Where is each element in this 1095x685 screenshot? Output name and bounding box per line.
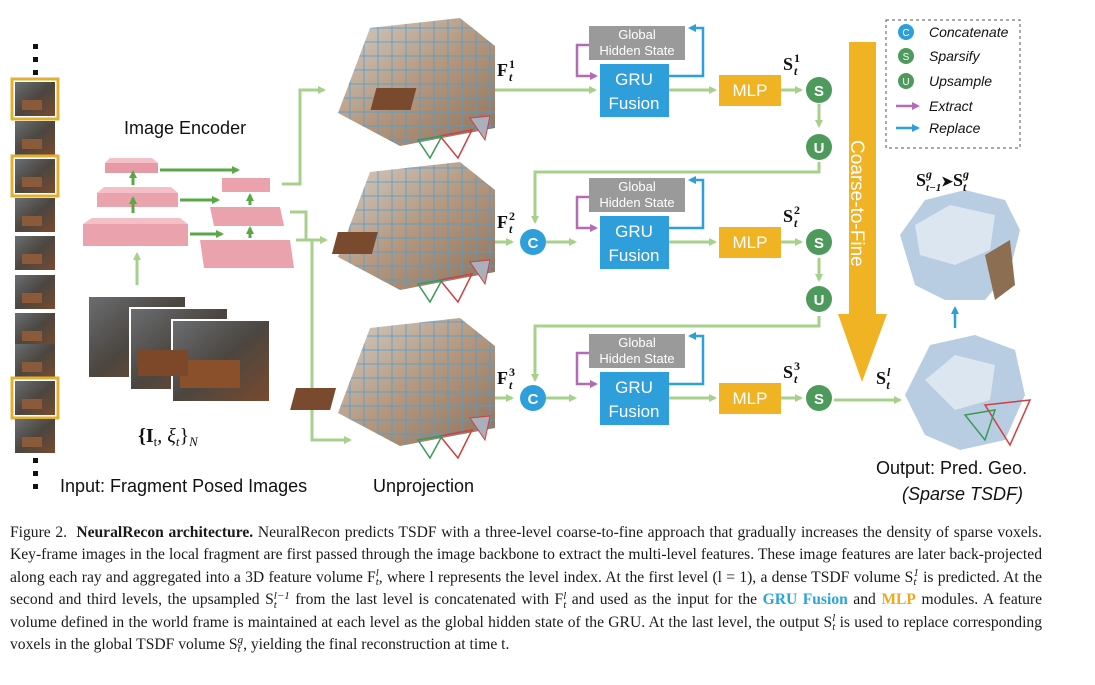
legend-item-replace: Replace [896, 120, 981, 136]
svg-text:Fusion: Fusion [608, 402, 659, 421]
svg-text:Replace: Replace [929, 120, 981, 136]
legend-item-concatenate: C Concatenate [898, 24, 1009, 40]
image-encoder-pyramid [83, 158, 294, 285]
input-frame-thumbnail [10, 77, 60, 121]
svg-text:S: S [903, 52, 910, 63]
unprojection-label: Unprojection [373, 476, 474, 496]
mlp-block: MLP [719, 75, 781, 106]
gru-fusion-block: GRU Fusion [600, 372, 669, 425]
svg-text:Global: Global [618, 179, 656, 194]
svg-text:Extract: Extract [929, 98, 974, 114]
svg-text:MLP: MLP [733, 389, 768, 408]
concat-circle: C [520, 385, 546, 411]
sparsify-circle: S [806, 77, 832, 103]
gru-fusion-block: GRU Fusion [600, 216, 669, 269]
svg-text:S: S [814, 83, 824, 100]
svg-text:U: U [902, 77, 909, 88]
svg-text:Fusion: Fusion [608, 246, 659, 265]
figure-label: Figure 2. [10, 524, 68, 541]
output-title: Output: Pred. Geo. [876, 458, 1027, 478]
input-frame-thumbnail [15, 121, 55, 155]
mlp-block: MLP [719, 227, 781, 258]
svg-text:C: C [528, 391, 539, 408]
coarse-to-fine-arrow: Coarse-to-Fine [838, 42, 887, 382]
svg-text:GRU: GRU [615, 70, 653, 89]
input-frame-thumbnail [15, 275, 55, 309]
upsample-circle-1: U [806, 134, 832, 160]
unprojection-volumes [290, 18, 495, 460]
legend-item-sparsify: S Sparsify [898, 48, 981, 64]
image-encoder-label: Image Encoder [124, 118, 246, 138]
svg-text:Hidden State: Hidden State [599, 43, 674, 58]
input-caption: Input: Fragment Posed Images [60, 476, 307, 496]
encoder-to-unprojection-arrows [282, 86, 352, 444]
input-image-strip [10, 77, 60, 453]
svg-text:MLP: MLP [733, 81, 768, 100]
svg-text:GRU: GRU [615, 222, 653, 241]
voxel-volume-level-1 [338, 18, 495, 160]
voxel-volume-level-3 [290, 318, 495, 460]
sparsify-circle: S [806, 229, 832, 255]
svg-text:Coarse-to-Fine: Coarse-to-Fine [846, 140, 867, 267]
voxel-volume-level-2 [331, 162, 495, 304]
svg-text:S: S [814, 235, 824, 252]
figure-caption: Figure 2. NeuralRecon architecture. Neur… [10, 524, 1042, 656]
svg-text:C: C [528, 235, 539, 252]
svg-text:GRU: GRU [615, 378, 653, 397]
input-frame-thumbnail [15, 236, 55, 270]
ellipsis-bottom-icon [33, 458, 38, 489]
input-frame-thumbnail [10, 376, 60, 420]
ellipsis-top-icon [33, 44, 38, 75]
input-frame-thumbnail [15, 198, 55, 232]
input-set-notation: {It, ξt}N [138, 425, 199, 449]
architecture-diagram: Image Encoder {It, ξt}N Input: Fragment … [10, 18, 1032, 504]
input-frame-thumbnail [10, 154, 60, 198]
input-frame-thumbnail [15, 419, 55, 453]
concat-circle: C [520, 229, 546, 255]
legend-item-upsample: U Upsample [898, 73, 992, 89]
legend-item-extract: Extract [896, 98, 974, 114]
output-global-tsdf [900, 190, 1020, 328]
input-frame-thumbnail [15, 344, 55, 378]
svg-text:Global: Global [618, 335, 656, 350]
figure-title: NeuralRecon architecture. [76, 524, 254, 541]
gru-fusion-block: GRU Fusion [600, 64, 669, 117]
svg-text:Sparsify: Sparsify [929, 48, 981, 64]
mlp-block: MLP [719, 383, 781, 414]
svg-text:Hidden State: Hidden State [599, 351, 674, 366]
svg-text:S: S [814, 391, 824, 408]
fragment-photos [87, 295, 271, 403]
svg-text:C: C [902, 28, 909, 39]
svg-text:Fusion: Fusion [608, 94, 659, 113]
upsample-connections [531, 104, 823, 382]
output-local-tsdf [905, 335, 1032, 450]
svg-text:U: U [814, 140, 825, 157]
sparsify-circle: S [806, 385, 832, 411]
input-frame-thumbnail [15, 313, 55, 347]
svg-text:MLP: MLP [733, 233, 768, 252]
output-subtitle: (Sparse TSDF) [902, 484, 1023, 504]
svg-text:Upsample: Upsample [929, 73, 992, 89]
svg-text:Global: Global [618, 27, 656, 42]
svg-text:Concatenate: Concatenate [929, 24, 1009, 40]
upsample-circle-2: U [806, 286, 832, 312]
svg-text:Hidden State: Hidden State [599, 195, 674, 210]
svg-text:U: U [814, 292, 825, 309]
